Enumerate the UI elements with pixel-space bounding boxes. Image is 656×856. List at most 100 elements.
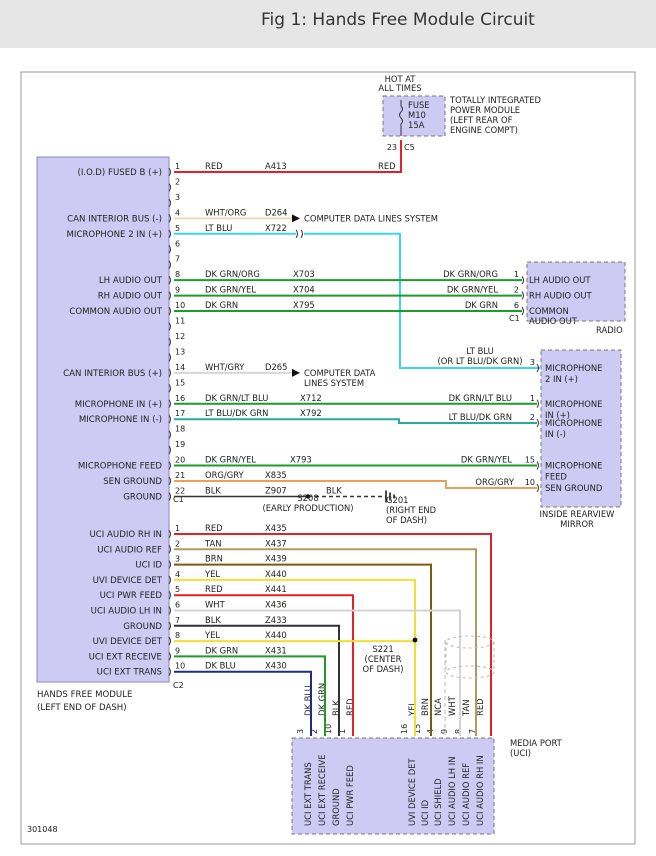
hfm-c2-pin-label: UCI EXT TRANS [97, 668, 162, 678]
hfm-c2-pin-label: UVI DEVICE DET [93, 576, 163, 586]
figure-id: 301048 [27, 825, 58, 834]
connector-terminal-icon [168, 260, 171, 269]
media-port-box [291, 737, 495, 835]
connector-terminal-icon [536, 399, 539, 409]
wire-color-label: LT BLU [205, 223, 232, 233]
hfm-pin-number: 9 [175, 286, 180, 295]
hfm-pin-number: 17 [175, 409, 185, 418]
hfm-c2-pin-label: UCI AUDIO REF [97, 545, 162, 555]
media-port-pin-number: 10 [324, 724, 333, 734]
connector-terminal-icon [168, 492, 171, 501]
hfm-c2-pin-label: UCI PWR FEED [100, 591, 163, 601]
radio-pin-label: LH AUDIO OUT [529, 275, 591, 285]
media-port-pin-label: UVI DEVICE DET [407, 758, 417, 826]
hfm-pin-label: CAN INTERIOR BUS (-) [67, 214, 162, 224]
connector-terminal-icon [168, 560, 171, 569]
ground-g201-label: G201 [386, 495, 408, 505]
splice-s208-label: S208 [297, 493, 318, 503]
connector-terminal-icon [168, 337, 171, 347]
wire-circuit-label: A413 [265, 161, 287, 171]
media-port-pin-label: UCI EXT RECEIVE [317, 754, 327, 826]
wire-circuit-label: X704 [293, 285, 315, 295]
hands-free-module [36, 156, 170, 683]
hfm-pin-number: 14 [175, 363, 185, 372]
hfm-pin-number: 20 [175, 456, 185, 465]
wire-x835 [174, 480, 537, 489]
wire-color-label: LT BLU/DK GRN [205, 408, 268, 418]
wire-circuit-label: X441 [265, 584, 287, 594]
wire-a413 [174, 140, 402, 173]
hfm-pin-number: 3 [175, 193, 180, 202]
hfm-location: (LEFT END OF DASH) [37, 703, 127, 713]
media-port-pin-number: 15 [413, 724, 422, 734]
fuse-icon [399, 100, 403, 136]
radio-pin-label: AUDIO OUT [529, 316, 578, 326]
media-port-wire-color-label: WHT [447, 695, 457, 716]
wire-circuit-label: X712 [300, 393, 322, 403]
media-port-pin-label: UCI SHIELD [433, 778, 443, 826]
connector-label-c1: C1 [173, 495, 184, 504]
connector-terminal-icon [168, 430, 171, 439]
power-connector-label: C5 [404, 143, 415, 152]
radio-pin-label: RH AUDIO OUT [529, 291, 593, 301]
power-module-label: ENGINE COMPT) [450, 125, 518, 135]
media-port-wire-color-label: BLK [331, 700, 341, 716]
hfm-pin-label: RH AUDIO OUT [98, 292, 163, 302]
hfm-pin-number: 4 [175, 208, 180, 217]
wire-x430 [174, 670, 312, 736]
data-arrow-icon [292, 214, 300, 223]
wire-circuit-label: X439 [265, 554, 287, 564]
wire-x437 [174, 548, 477, 736]
hfm-c2-pin-number: 3 [175, 555, 180, 564]
hfm-pin-number: 22 [175, 486, 185, 495]
hfm-pin-number: 5 [175, 224, 180, 233]
media-port-wire-color-label: DK GRN [317, 683, 327, 716]
media-port-pin-number: 2 [310, 729, 319, 734]
media-port-pin-label: UCI AUDIO LH IN [447, 756, 457, 826]
connector-terminal-icon [168, 414, 171, 424]
connector-terminal-icon [168, 445, 171, 455]
hfm-pin-label: CAN INTERIOR BUS (+) [63, 369, 162, 379]
wire-circuit-label: X722 [265, 223, 287, 233]
hfm-pin-label: SEN GROUND [103, 477, 162, 487]
hfm-c2-pin-number: 4 [175, 570, 180, 579]
wire-circuit-label: X835 [265, 470, 287, 480]
hot-label: ALL TIMES [378, 83, 421, 93]
hfm-c2-pin-label: UCI ID [135, 561, 162, 571]
connector-terminal-icon [168, 575, 171, 585]
fuse-label: M10 [408, 110, 426, 120]
hfm-c2-pin-label: GROUND [123, 622, 162, 632]
hfm-pin-label: GROUND [123, 492, 162, 502]
power-pin-number: 23 [387, 143, 397, 152]
wire-color-label: WHT/GRY [205, 362, 245, 372]
wire-circuit-label: D264 [265, 207, 287, 217]
mirror-pin-label: 2 IN (+) [545, 374, 578, 384]
media-port-pin-label: GROUND [331, 788, 341, 826]
radio-pin-number: 6 [514, 301, 519, 310]
radio-name: RADIO [596, 325, 623, 335]
wire-color-label: DK BLU [205, 661, 236, 671]
page-title: Fig 1: Hands Free Module Circuit [261, 10, 535, 30]
mirror-pin-label: MICROPHONE [545, 363, 602, 373]
hfm-pin-number: 11 [175, 317, 185, 326]
media-port-pin-number: 16 [400, 724, 409, 734]
data-lines-label: COMPUTER DATA LINES SYSTEM [304, 213, 438, 223]
wire-x431 [174, 655, 326, 736]
wire-color-label: DK GRN [205, 300, 238, 310]
connector-terminal-icon [168, 214, 171, 223]
power-module-label: POWER MODULE [450, 105, 520, 115]
fuse-label: FUSE [408, 100, 430, 110]
media-port-pin-number: 8 [454, 729, 463, 734]
mirror-wire-color-label: LT BLU/DK GRN [449, 412, 512, 422]
hfm-c2-pin-number: 6 [175, 601, 180, 610]
splice-s221-label: (CENTER [365, 654, 402, 664]
connector-terminal-icon [536, 363, 539, 373]
mirror-pin-label: IN (+) [545, 410, 570, 420]
wire-color-label: DK GRN/ORG [205, 269, 260, 279]
wire-color-label: TAN [204, 538, 221, 548]
media-port-name: (UCI) [510, 748, 531, 758]
media-port-name: MEDIA PORT [510, 738, 563, 748]
mirror-pin-number: 15 [525, 456, 535, 465]
